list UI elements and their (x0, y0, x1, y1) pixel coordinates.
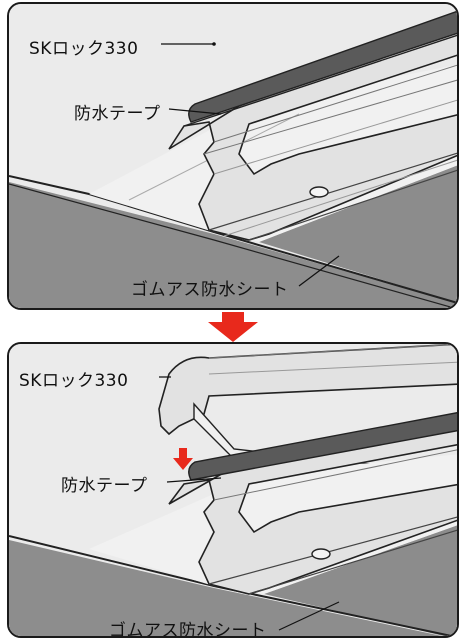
bottom-roof-seam-drawing (9, 344, 457, 636)
sk-lock-seam-profile (168, 24, 457, 241)
sk-lock-cap-upper (158, 344, 457, 436)
leader-line-tape (168, 108, 222, 115)
leader-line-sheet (278, 601, 340, 631)
small-down-arrow-icon (173, 448, 193, 470)
leader-line-sheet (298, 255, 340, 287)
top-illustration-panel: SKロック330 防水テープ ゴムアス防水シート (7, 2, 459, 310)
waterproof-tape (188, 412, 457, 481)
sk-lock-label: SKロック330 (19, 371, 129, 391)
rubber-sheet-label: ゴムアス防水シート (109, 621, 267, 638)
rubber-sheet (264, 525, 457, 636)
screw-icon (311, 548, 331, 560)
rubber-sheet (259, 165, 457, 303)
down-arrow-icon (208, 312, 258, 342)
top-roof-seam-drawing (9, 4, 457, 308)
sk-lock-label: SKロック330 (29, 39, 139, 59)
waterproof-tape-label: 防水テープ (74, 104, 161, 124)
rubber-sheet-label: ゴムアス防水シート (131, 280, 289, 300)
waterproof-tape-label: 防水テープ (61, 476, 148, 496)
waterproof-tape (188, 10, 457, 123)
leader-line-tape (166, 477, 222, 483)
screw-icon (309, 186, 329, 198)
bottom-illustration-panel: SKロック330 防水テープ ゴムアス防水シート (7, 342, 459, 638)
